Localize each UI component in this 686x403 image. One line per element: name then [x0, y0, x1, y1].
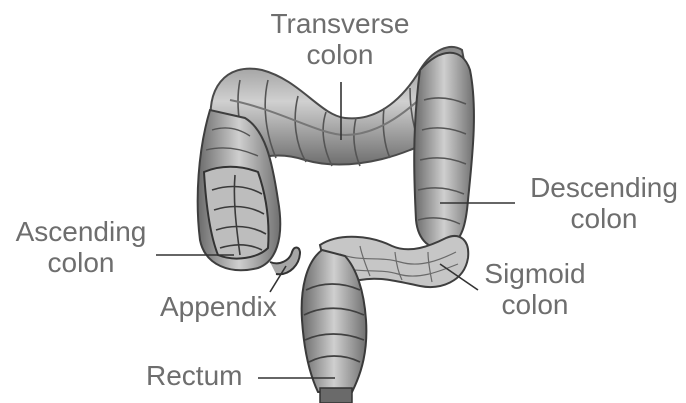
descending-colon-shape — [414, 53, 474, 249]
sigmoid-colon-label: Sigmoid colon — [476, 258, 594, 320]
descending-colon-label: Descending colon — [522, 172, 686, 234]
ascending-colon-label: Ascending colon — [6, 216, 156, 278]
appendix-label: Appendix — [160, 291, 277, 322]
rectum-shape — [302, 250, 367, 403]
rectum-label: Rectum — [146, 360, 242, 391]
transverse-colon-label: Transverse colon — [262, 8, 418, 70]
